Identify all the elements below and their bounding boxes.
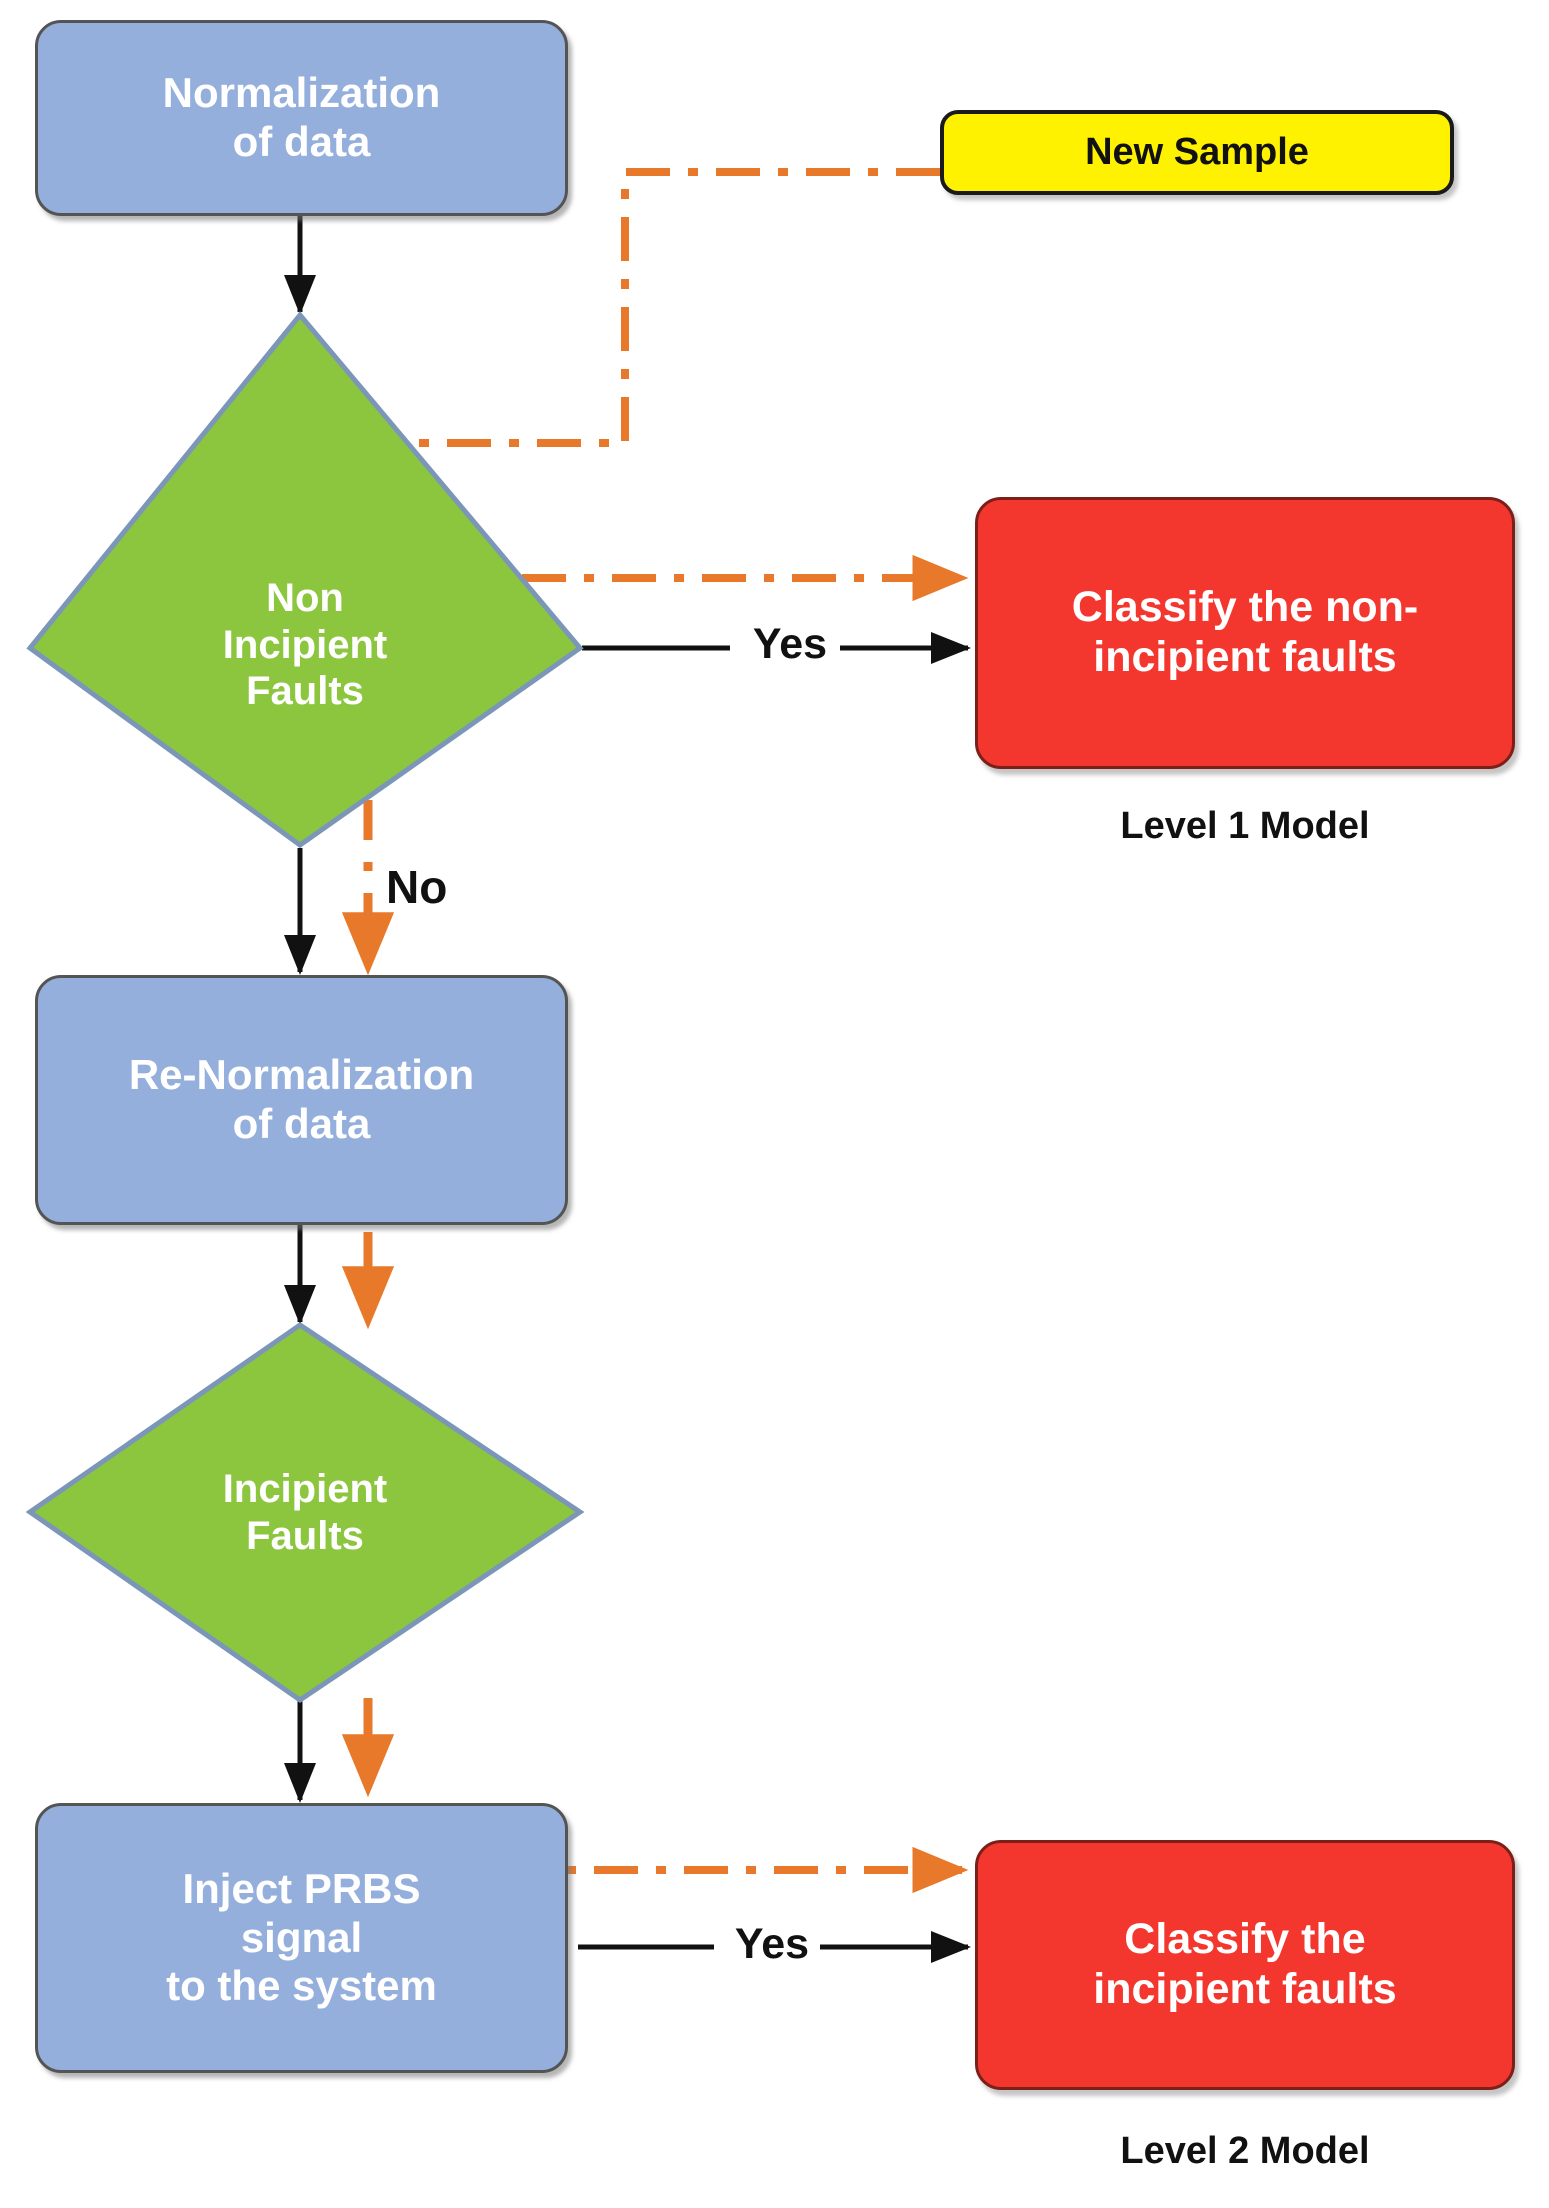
node-re-normalization-label: Re-Normalization of data — [129, 1051, 474, 1148]
edge-label-yes-2: Yes — [734, 1920, 810, 1968]
node-normalization-of-data[interactable]: Normalization of data — [35, 20, 568, 216]
edge-label-no-1: No — [386, 861, 448, 913]
node-classify-non-incipient-faults[interactable]: Classify the non- incipient faults — [975, 497, 1515, 769]
caption-level-1-model: Level 1 Model — [1120, 805, 1370, 847]
node-re-normalization-line-2: of data — [232, 1100, 371, 1147]
caption-level-2-model: Level 2 Model — [1120, 2130, 1370, 2172]
node-classify-incipient-faults[interactable]: Classify the incipient faults — [975, 1840, 1515, 2090]
node-classify-non-incipient-line-2: incipient faults — [1093, 633, 1397, 681]
node-new-sample[interactable]: New Sample — [940, 110, 1454, 195]
node-inject-prbs-line-3: to the system — [166, 1962, 437, 2010]
node-classify-non-incipient-label: Classify the non- incipient faults — [1072, 583, 1418, 683]
node-classify-incipient-line-2: incipient faults — [1093, 1965, 1397, 2013]
node-classify-incipient-line-1: Classify the — [1124, 1915, 1366, 1964]
node-normalization-line-2: of data — [232, 118, 371, 165]
node-inject-prbs-line-2: signal — [240, 1913, 363, 1961]
node-inject-prbs-label: Inject PRBS signal to the system — [166, 1865, 437, 2011]
node-normalization-line-1: Normalization — [162, 69, 441, 117]
node-re-normalization-line-1: Re-Normalization — [128, 1051, 475, 1099]
node-normalization-label: Normalization of data — [163, 69, 441, 166]
node-inject-prbs-line-1: Inject PRBS — [182, 1864, 421, 1912]
node-inject-prbs-signal[interactable]: Inject PRBS signal to the system — [35, 1803, 568, 2073]
node-classify-non-incipient-line-1: Classify the non- — [1071, 583, 1419, 632]
edge-label-yes-1: Yes — [752, 620, 828, 668]
node-new-sample-label: New Sample — [1085, 131, 1309, 174]
node-re-normalization-of-data[interactable]: Re-Normalization of data — [35, 975, 568, 1225]
node-classify-incipient-label: Classify the incipient faults — [1093, 1915, 1396, 2015]
